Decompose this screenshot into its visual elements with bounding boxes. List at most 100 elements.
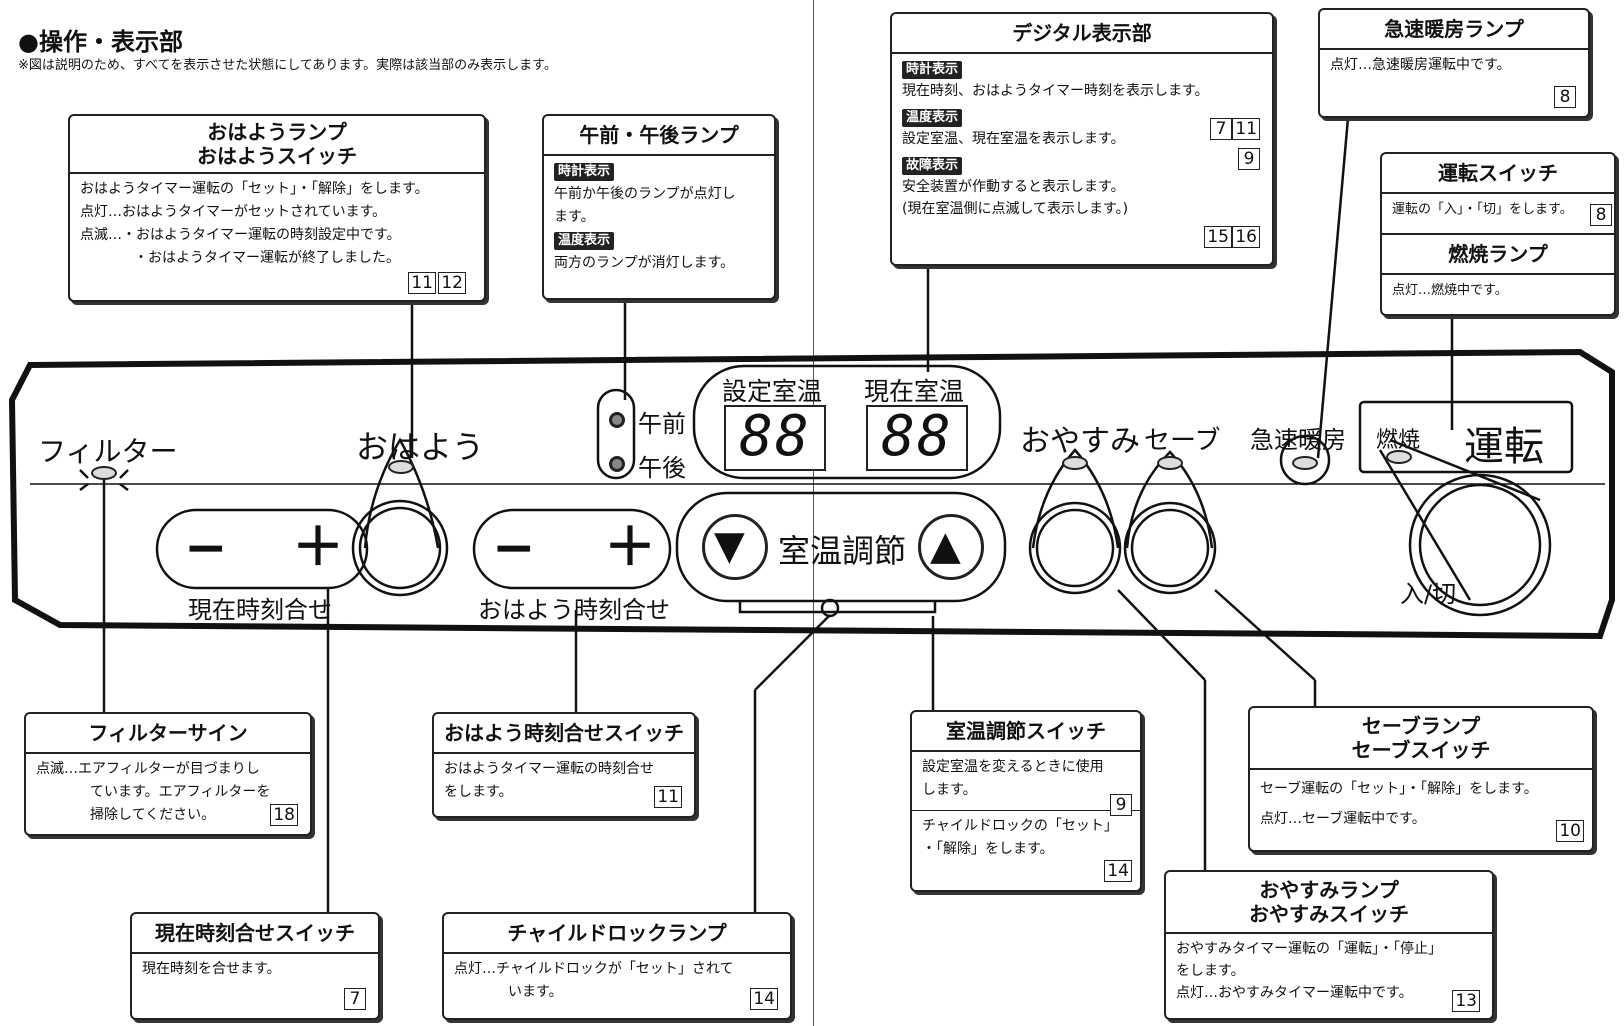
temp-down-button[interactable]: [702, 514, 768, 580]
kyusoku-lamp: [1292, 456, 1318, 470]
tag-clock: 時計表示: [554, 163, 615, 181]
callout-filter-line1: 点滅…エアフィルターが目づまりし: [36, 761, 260, 777]
callout-unten-title: 運転スイッチ: [1382, 154, 1614, 194]
lcd-set-temp: 88: [724, 405, 826, 471]
lcd-cur-temp: 88: [866, 405, 968, 471]
callout-ohayo-jikoku-line1: おはようタイマー運転の時刻合せ: [444, 761, 654, 777]
callout-filter: フィルターサイン 点滅…エアフィルターが目づまりし ています。エアフィルターを …: [24, 712, 312, 836]
callout-filter-title: フィルターサイン: [26, 714, 310, 754]
callout-shitsuon-line3: チャイルドロックの「セット」: [922, 818, 1118, 834]
oyasumi-button[interactable]: [1037, 510, 1113, 586]
callout-genzai: 現在時刻合せスイッチ 現在時刻を合せます。 7: [130, 912, 380, 1020]
up-arrow-icon: ▲: [930, 523, 961, 569]
filter-label: フィルター: [38, 435, 178, 468]
callout-ohayo-line2: 点灯…おはようタイマーがセットされています。: [80, 204, 387, 220]
callout-digital-line4: (現在室温側に点滅して表示します。): [902, 201, 1129, 217]
set-temp-label: 設定室温: [722, 377, 823, 406]
ohayo-label: おはよう: [356, 428, 485, 466]
genzai-minus-button[interactable]: −: [184, 518, 228, 578]
ampm-pm-lamp: [609, 456, 625, 472]
callout-save: セーブランプセーブスイッチ セーブ運転の「セット」・「解除」をします。 点灯…セ…: [1248, 706, 1594, 852]
tag-error: 故障表示: [902, 157, 963, 175]
iri-kiri-label: 入/切: [1400, 580, 1457, 608]
callout-child-title: チャイルドロックランプ: [444, 914, 790, 954]
callout-digital-line1: 現在時刻、おはようタイマー時刻を表示します。: [902, 83, 1209, 99]
nensho-label: 燃焼: [1376, 428, 1421, 453]
ref-11: 11: [654, 786, 682, 808]
callout-save-title1: セーブランプ: [1361, 714, 1481, 738]
callout-ampm-line1: 午前か午後のランプが点灯し: [554, 186, 736, 202]
callout-ohayo-jikoku-line2: をします。: [444, 784, 513, 800]
callout-genzai-line1: 現在時刻を合せます。: [142, 961, 281, 977]
callout-oyasumi-line2: をします。: [1176, 963, 1245, 979]
ref-15: 15: [1204, 226, 1232, 248]
callout-digital-title: デジタル表示部: [892, 14, 1272, 54]
save-lamp: [1157, 456, 1183, 470]
genzai-plus-button[interactable]: ＋: [292, 518, 345, 578]
kyusoku-label: 急速暖房: [1250, 426, 1346, 454]
nensho-lamp: [1386, 450, 1412, 464]
ref-9: 9: [1110, 794, 1132, 816]
ref-7: 7: [1210, 118, 1232, 140]
oyasumi-lamp: [1062, 456, 1088, 470]
page-title: ●操作・表示部: [18, 28, 183, 56]
callout-nensho-line1: 点灯…燃焼中です。: [1392, 283, 1508, 298]
page-note: ※図は説明のため、すべてを表示させた状態にしてあります。実際は該当部のみ表示しま…: [18, 58, 557, 73]
callout-ohayo: おはようランプおはようスイッチ おはようタイマー運転の「セット」・「解除」をしま…: [68, 114, 486, 302]
oyasumi-label: おやすみ: [1020, 424, 1140, 459]
callout-shitsuon-title: 室温調節スイッチ: [912, 712, 1140, 752]
ref-7: 7: [344, 988, 366, 1010]
tag-temp: 温度表示: [554, 232, 615, 250]
filter-sign-lamp: [91, 466, 117, 480]
ref-9: 9: [1238, 148, 1260, 170]
shitsuon-label: 室温調節: [778, 532, 907, 570]
genzai-jikoku-label: 現在時刻合せ: [188, 596, 332, 624]
callout-kyusoku-line1: 点灯…急速暖房運転中です。: [1330, 57, 1511, 73]
page-fold-line: [813, 0, 814, 1026]
callout-save-line1: セーブ運転の「セット」・「解除」をします。: [1260, 781, 1538, 797]
ref-13: 13: [1452, 990, 1480, 1012]
callout-ohayo-title2: おはようスイッチ: [197, 144, 357, 168]
callout-save-line2: 点灯…セーブ運転中です。: [1260, 811, 1426, 827]
pm-label: 午後: [638, 454, 686, 482]
ampm-am-lamp: [609, 412, 625, 428]
ohayo-lamp: [388, 460, 414, 474]
callout-filter-line3: 掃除してください。: [90, 807, 216, 823]
callout-genzai-title: 現在時刻合せスイッチ: [132, 914, 378, 954]
temp-up-button[interactable]: [918, 514, 984, 580]
callout-ohayo-jikoku: おはよう時刻合せスイッチ おはようタイマー運転の時刻合せ をします。 11: [432, 712, 696, 818]
callout-child-line1: 点灯…チャイルドロックが「セット」されて: [454, 961, 734, 977]
callout-digital-line2: 設定室温、現在室温を表示します。: [902, 131, 1125, 147]
callout-kyusoku-title: 急速暖房ランプ: [1320, 10, 1588, 50]
callout-oyasumi-line1: おやすみタイマー運転の「運転」・「停止」: [1176, 941, 1442, 957]
callout-digital-line3: 安全装置が作動すると表示します。: [902, 179, 1125, 195]
callout-child-line2: います。: [508, 984, 563, 1000]
callout-ampm-line2: ます。: [554, 209, 595, 225]
callout-oyasumi-line3: 点灯…おやすみタイマー運転中です。: [1176, 985, 1413, 1001]
ref-12: 12: [438, 272, 466, 294]
down-arrow-icon: ▼: [714, 523, 745, 569]
unten-label: 運転: [1464, 424, 1544, 470]
callout-child-lock: チャイルドロックランプ 点灯…チャイルドロックが「セット」されて います。 14: [442, 912, 792, 1020]
callout-shitsuon: 室温調節スイッチ 設定室温を変えるときに使用 します。 9 チャイルドロックの「…: [910, 710, 1142, 892]
callout-ohayo-line3: 点滅…・おはようタイマー運転の時刻設定中です。: [80, 227, 401, 243]
save-button[interactable]: [1132, 510, 1208, 586]
tag-temp: 温度表示: [902, 109, 963, 127]
ohayo-plus-button[interactable]: ＋: [604, 518, 657, 578]
ref-11: 11: [408, 272, 436, 294]
callout-ohayo-title1: おはようランプ: [207, 120, 347, 144]
callout-unten: 運転スイッチ 運転の「入」・「切」をします。 8 燃焼ランプ 点灯…燃焼中です。: [1380, 152, 1616, 316]
callout-digital: デジタル表示部 時計表示 現在時刻、おはようタイマー時刻を表示します。 温度表示…: [890, 12, 1274, 266]
callout-shitsuon-line4: ・「解除」をします。: [922, 841, 1054, 857]
ref-8: 8: [1590, 204, 1612, 226]
callout-ohayo-line4: ・おはようタイマー運転が終了しました。: [134, 250, 400, 266]
ohayo-minus-button[interactable]: −: [492, 518, 536, 578]
ohayo-button[interactable]: [360, 508, 440, 588]
callout-shitsuon-line2: します。: [922, 782, 977, 798]
ref-10: 10: [1556, 820, 1584, 842]
callout-ampm-title: 午前・午後ランプ: [544, 116, 774, 156]
ref-14: 14: [750, 988, 778, 1010]
callout-oyasumi-title1: おやすみランプ: [1259, 878, 1399, 902]
am-label: 午前: [638, 410, 686, 438]
